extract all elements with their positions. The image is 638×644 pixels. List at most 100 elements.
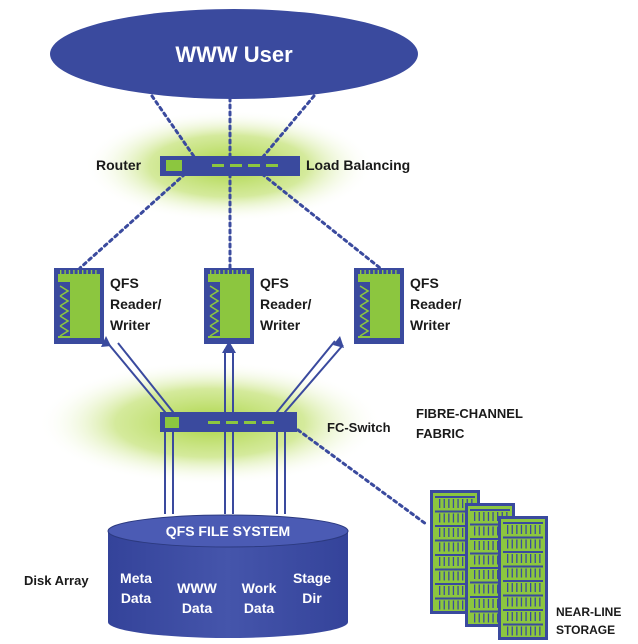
rack-slot xyxy=(474,570,476,579)
rack-shelf xyxy=(435,510,475,513)
rack-slot xyxy=(474,584,476,594)
router-label: Router xyxy=(96,157,142,173)
rack-slot xyxy=(497,541,499,550)
server-vent xyxy=(68,270,71,274)
rack-slot xyxy=(534,539,536,549)
segment-label-line1: WWW xyxy=(177,580,217,596)
rack-slot xyxy=(492,526,494,536)
rack-slot xyxy=(534,612,536,621)
rack-slot xyxy=(525,583,527,592)
rack-slot xyxy=(483,584,485,594)
server-vent xyxy=(240,270,243,274)
rack-slot xyxy=(439,528,441,537)
rack-slot xyxy=(497,555,499,565)
rack-slot xyxy=(487,613,490,623)
server-drive-mark xyxy=(359,295,370,307)
rack-slot xyxy=(457,499,459,508)
server-vent xyxy=(236,270,238,274)
rack-slot xyxy=(507,539,509,549)
rack-slot xyxy=(462,586,464,595)
rack-slot xyxy=(539,626,541,636)
rack-slot xyxy=(497,584,499,594)
rack-slot xyxy=(525,626,527,636)
user-router-links xyxy=(150,94,316,160)
fabric-label-line1: FIBRE-CHANNEL xyxy=(416,406,523,421)
server-vent xyxy=(77,270,79,274)
router-server-links xyxy=(78,172,382,270)
rack-slot xyxy=(530,583,532,592)
rack-slot xyxy=(462,557,464,566)
rack-slot xyxy=(443,557,445,566)
rack-slot xyxy=(474,555,476,565)
server-vent xyxy=(373,270,375,274)
rack-slot xyxy=(478,512,480,521)
rack-shelf xyxy=(435,583,475,585)
server-drive-mark xyxy=(359,285,370,297)
rack-slot xyxy=(539,583,541,592)
rack-slot xyxy=(462,542,464,552)
rack-slot xyxy=(478,570,480,579)
rack-slot xyxy=(474,526,476,536)
rack-slot xyxy=(516,539,518,549)
rack-slot xyxy=(539,568,541,578)
segment-label-line2: Data xyxy=(121,590,152,606)
server-vent xyxy=(232,270,234,274)
server-vent xyxy=(90,270,93,274)
server-group: QFSReader/WriterQFSReader/WriterQFSReade… xyxy=(54,268,461,344)
rack-shelf xyxy=(435,597,475,600)
rack-slot xyxy=(452,571,455,581)
server-drive-mark xyxy=(59,295,70,307)
rack-slot xyxy=(474,613,476,623)
rack-slot xyxy=(516,554,518,563)
server-vent xyxy=(218,270,221,274)
rack-slot xyxy=(439,557,441,566)
rack-slot xyxy=(530,568,532,578)
rack-slot xyxy=(492,599,494,608)
server-drive-mark xyxy=(59,315,70,327)
rack-slot xyxy=(483,555,485,565)
rack-slot xyxy=(530,612,532,621)
server-vent xyxy=(364,270,366,274)
rack-slot xyxy=(511,612,513,621)
rack-slot xyxy=(530,597,532,607)
server-drive-mark xyxy=(209,315,220,327)
server-vent xyxy=(390,270,393,274)
rack-slot xyxy=(520,525,523,534)
server-arrowheads xyxy=(101,336,344,353)
rack-slot xyxy=(507,583,509,592)
rack-slot xyxy=(534,597,536,607)
rack-slot xyxy=(516,597,518,607)
storage-rack-3 xyxy=(498,516,548,640)
rack-shelf xyxy=(470,552,510,555)
server-label-line2: Reader/ xyxy=(110,296,161,312)
server-vent xyxy=(377,270,379,274)
rack-slot xyxy=(520,597,523,607)
server-vent xyxy=(214,270,216,274)
rack-shelf xyxy=(503,522,543,524)
server-vent xyxy=(95,270,97,274)
server-drive-mark xyxy=(209,325,220,337)
rack-shelf xyxy=(435,554,475,556)
rack-slot xyxy=(478,613,480,623)
storage-label-line1: NEAR-LINE xyxy=(556,605,621,619)
server-vent xyxy=(245,270,247,274)
rack-slot xyxy=(443,600,445,610)
server-drive-mark xyxy=(209,285,220,297)
rack-shelf xyxy=(470,509,510,511)
rack-slot xyxy=(452,542,455,552)
server-drive-mark xyxy=(359,305,370,317)
near-line-storage xyxy=(430,490,548,640)
rack-shelf xyxy=(470,538,510,540)
rack-slot xyxy=(448,571,450,581)
rack-slot xyxy=(487,555,490,565)
rack-slot xyxy=(530,525,532,534)
server-vent xyxy=(368,270,371,274)
rack-slot xyxy=(462,571,464,581)
router-device xyxy=(160,156,300,176)
server-vent xyxy=(73,270,75,274)
server-drive-mark xyxy=(359,325,370,337)
